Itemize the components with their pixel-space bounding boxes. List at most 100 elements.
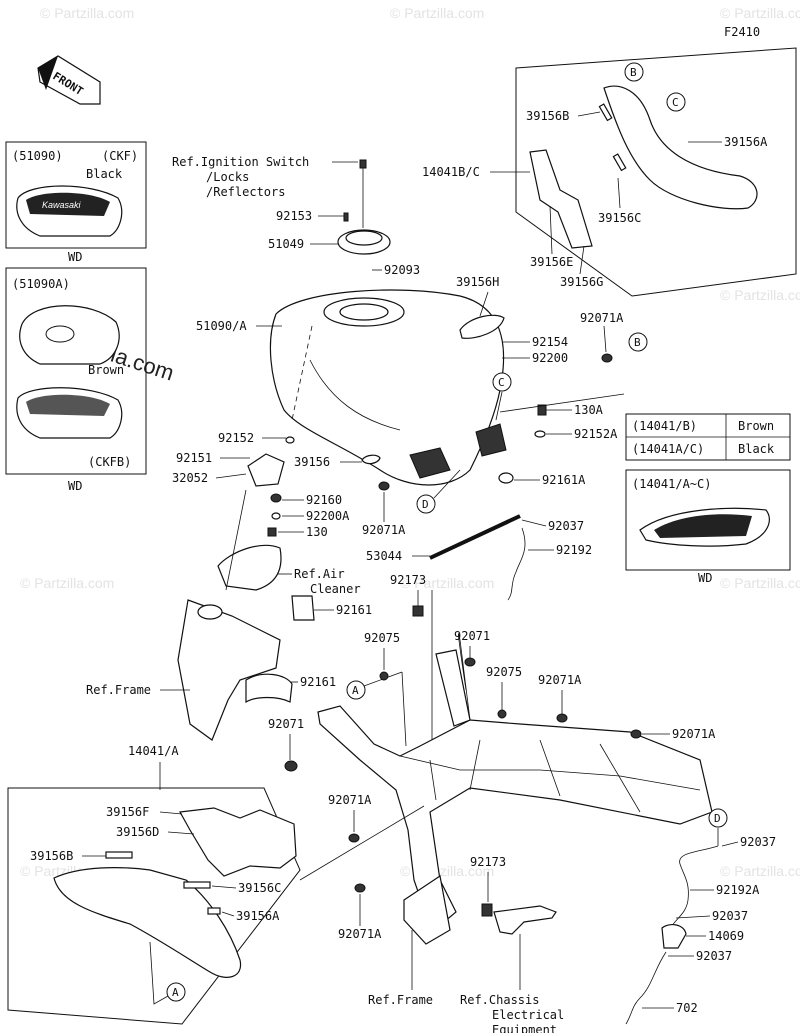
- part-number: 92154: [532, 335, 568, 349]
- part-number: 130: [306, 525, 328, 539]
- inset-side-cover: (14041/A~C) WD: [625, 469, 791, 585]
- bracket-part: [493, 905, 557, 935]
- reference-label: Ref.Frame: [368, 993, 433, 1007]
- part-number: 92161: [336, 603, 372, 617]
- marker-label: B: [630, 66, 637, 79]
- table-cell: Black: [738, 442, 775, 456]
- part-number: 92173: [390, 573, 426, 587]
- watermark-text: © Partzilla.com: [720, 863, 800, 879]
- marker-label: C: [498, 376, 505, 389]
- watermark-text: © Partzilla.com: [390, 5, 484, 21]
- inset-title: (14041/A~C): [632, 477, 711, 491]
- part-number: 39156C: [598, 211, 641, 225]
- part-number: 92093: [384, 263, 420, 277]
- decal-part: [179, 807, 297, 877]
- marker-d-icon: [416, 494, 436, 514]
- reference-label: Equipment: [492, 1023, 557, 1033]
- reference-label: Ref.Ignition Switch: [172, 155, 309, 169]
- reference-label: Ref.Air: [294, 567, 345, 581]
- marker-a-icon: [346, 680, 366, 700]
- side-cover-part: [603, 85, 758, 210]
- part-number: 32052: [172, 471, 208, 485]
- table-cell: (14041/B): [632, 419, 697, 433]
- part-number: 14069: [708, 929, 744, 943]
- decal-part: [529, 149, 593, 249]
- watermark-text: © Partzilla.com: [20, 575, 114, 591]
- watermark-text: © Partzilla.com: [400, 575, 494, 591]
- part-number: 92161A: [542, 473, 586, 487]
- inset-footer: WD: [698, 571, 712, 585]
- marker-label: A: [172, 986, 179, 999]
- part-number: 92071A: [338, 927, 382, 941]
- inset-brown-tank: (51090A) Brown (CKFB) WD: [5, 267, 147, 493]
- part-number: 92037: [712, 909, 748, 923]
- part-number: 39156F: [106, 805, 149, 819]
- inset-color: Brown: [88, 363, 124, 377]
- inset-footer: WD: [68, 479, 82, 493]
- reference-label: Electrical: [492, 1008, 564, 1022]
- part-number: 92075: [486, 665, 522, 679]
- part-number: 39156G: [560, 275, 603, 289]
- watermark-text: © Partzilla.com: [720, 575, 800, 591]
- part-number: 39156E: [530, 255, 573, 269]
- reference-label: Cleaner: [310, 582, 361, 596]
- inset-color: Black: [86, 167, 123, 181]
- inset-variant: (CKFB): [88, 455, 131, 469]
- part-number: 51049: [268, 237, 304, 251]
- part-number: 92151: [176, 451, 212, 465]
- part-number: 39156A: [236, 909, 280, 923]
- part-number: 92200A: [306, 509, 350, 523]
- marker-label: C: [672, 96, 679, 109]
- part-number: 39156H: [456, 275, 499, 289]
- part-number: 92071A: [580, 311, 624, 325]
- part-number: 702: [676, 1001, 698, 1015]
- part-number: 130A: [574, 403, 604, 417]
- marker-label: B: [634, 336, 641, 349]
- inset-footer: WD: [68, 250, 82, 264]
- watermark-text: © Partzilla.com: [720, 287, 800, 303]
- part-number: 92071A: [672, 727, 716, 741]
- fuel-cap: [337, 159, 391, 255]
- part-number: 92192A: [716, 883, 760, 897]
- front-arrow-icon: FRONT: [37, 55, 101, 105]
- inset-code: (51090): [12, 149, 63, 163]
- part-number: 92071A: [538, 673, 582, 687]
- part-number: 92071: [268, 717, 304, 731]
- side-cover-part: [53, 867, 242, 978]
- valve-part: [661, 924, 687, 949]
- bracket-part: [247, 453, 285, 487]
- marker-label: D: [422, 498, 429, 511]
- reference-label: /Reflectors: [206, 185, 285, 199]
- marker-a-icon: [166, 982, 186, 1002]
- part-number: 53044: [366, 549, 402, 563]
- part-number: 92152A: [574, 427, 618, 441]
- inset-black-tank: (51090) (CKF) Black Kawasaki WD: [5, 141, 147, 264]
- lower-side-cover-box: 14041/A 39156F 39156D 39156B 39156C 3915…: [7, 744, 301, 1025]
- fuel-tank: [269, 289, 507, 486]
- color-table: (14041/B) Brown (14041A/C) Black: [625, 413, 791, 461]
- marker-b-icon: [624, 62, 644, 82]
- reference-label: Ref.Chassis: [460, 993, 539, 1007]
- watermark-text: © Partzilla.com: [40, 5, 134, 21]
- part-number: 92152: [218, 431, 254, 445]
- inset-code: (51090A): [12, 277, 70, 291]
- table-cell: (14041A/C): [632, 442, 704, 456]
- marker-label: D: [714, 812, 721, 825]
- bracket-part: [217, 544, 282, 591]
- hose-assembly: D 92037 92192A 92037 14069 92037 702: [625, 808, 776, 1025]
- part-number: 39156A: [724, 135, 768, 149]
- side-cover-box: B C 39156B 39156A 39156C 39156E 39156G: [515, 47, 797, 297]
- table-cell: Brown: [738, 419, 774, 433]
- part-number: 92037: [740, 835, 776, 849]
- watermark-text: © Partzilla.com: [720, 5, 800, 21]
- part-number: 39156: [294, 455, 330, 469]
- reference-label: /Locks: [206, 170, 249, 184]
- part-number: 92200: [532, 351, 568, 365]
- part-number: 92192: [556, 543, 592, 557]
- inset-variant: (CKF): [102, 149, 138, 163]
- part-number: 92160: [306, 493, 342, 507]
- part-number: 92075: [364, 631, 400, 645]
- part-number: 14041/A: [128, 744, 179, 758]
- part-number: 92037: [696, 949, 732, 963]
